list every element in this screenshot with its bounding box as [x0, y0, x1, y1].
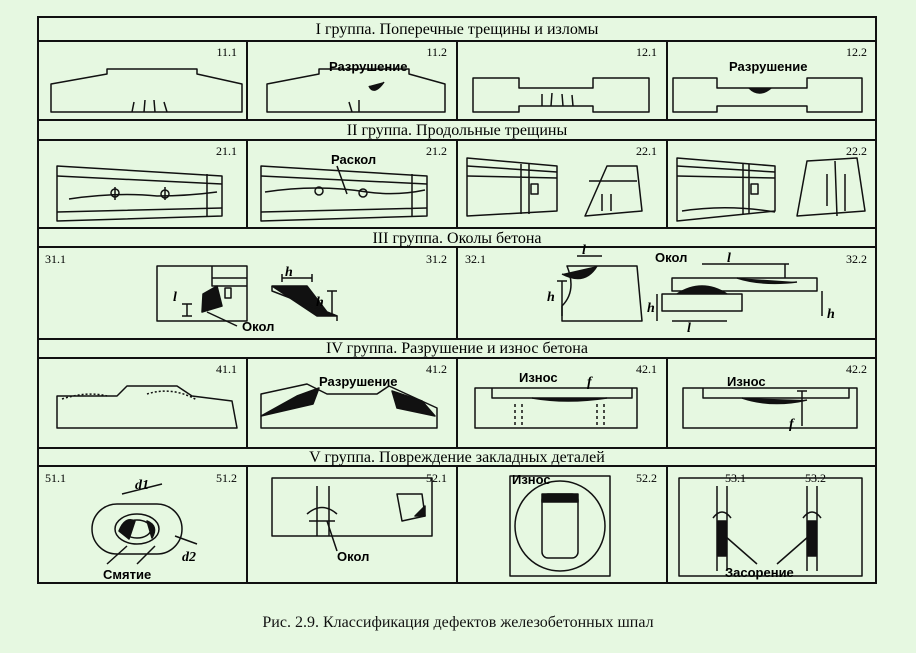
figure-canvas: I группа. Поперечные трещины и изломы II…: [37, 16, 877, 584]
dim-f: f: [789, 417, 795, 432]
panel-number: 32.2: [846, 252, 867, 266]
dim-h: h: [827, 307, 835, 322]
panel-number: 21.1: [216, 144, 237, 158]
sleeper-outline: [678, 477, 863, 577]
label-wear: Износ: [727, 374, 766, 389]
panel-number: 22.2: [846, 144, 867, 158]
sleeper-outline: [260, 383, 438, 429]
dim-h: h: [285, 265, 293, 280]
panel-number: 42.2: [846, 362, 867, 376]
dim-l: l: [173, 290, 177, 305]
label-destruction: Разрушение: [729, 59, 808, 74]
sleeper-outline: [271, 477, 433, 537]
label-destruction: Разрушение: [329, 59, 408, 74]
dim-h: h: [547, 290, 555, 305]
label-crushing: Смятие: [103, 567, 151, 582]
group-title-2: II группа. Продольные трещины: [347, 122, 568, 139]
sleeper-outline: [672, 77, 863, 113]
sleeper-outline: [50, 68, 243, 113]
panel-number: 22.1: [636, 144, 657, 158]
dim-l: l: [727, 251, 731, 266]
panel-number: 32.1: [465, 252, 486, 266]
anchor-plate: [91, 503, 183, 555]
panel-number: 51.2: [216, 471, 237, 485]
label-chip: Окол: [655, 250, 687, 265]
sleeper-outline: [682, 387, 858, 429]
dim-l: l: [582, 243, 586, 258]
dim-h: h: [647, 301, 655, 316]
sleeper-outline: [474, 387, 638, 429]
dim-f: f: [587, 375, 593, 390]
defect-classification-figure: I группа. Поперечные трещины и изломы II…: [37, 16, 877, 584]
group-title-3: III группа. Околы бетона: [372, 230, 541, 247]
sleeper-outline: [56, 165, 223, 222]
dim-l: l: [687, 321, 691, 336]
panel-number: 41.1: [216, 362, 237, 376]
panel-number: 42.1: [636, 362, 657, 376]
panel-number: 31.2: [426, 252, 447, 266]
panel-number: 12.2: [846, 45, 867, 59]
sleeper-outline: [266, 68, 446, 113]
dim-d2: d2: [182, 550, 196, 565]
label-destruction: Разрушение: [319, 374, 398, 389]
panel-number: 51.1: [45, 471, 66, 485]
figure-caption: Рис. 2.9. Классификация дефектов железоб…: [262, 614, 654, 631]
sleeper-outline: [260, 165, 428, 222]
panel-number: 11.1: [216, 45, 237, 59]
sleeper-outline: [676, 157, 776, 222]
panel-number: 41.2: [426, 362, 447, 376]
panel-number: 52.2: [636, 471, 657, 485]
group-title-1: I группа. Поперечные трещины и изломы: [316, 21, 599, 38]
panel-number: 12.1: [636, 45, 657, 59]
group-title-5: V группа. Повреждение закладных деталей: [309, 449, 605, 466]
group-title-4: IV группа. Разрушение и износ бетона: [326, 340, 588, 357]
label-wear: Износ: [519, 370, 558, 385]
panel-number: 11.2: [426, 45, 447, 59]
label-chip: Окол: [242, 319, 274, 334]
panel-number: 21.2: [426, 144, 447, 158]
label-chip: Окол: [337, 549, 369, 564]
label-clogging: Засорение: [725, 565, 794, 580]
panel-number: 31.1: [45, 252, 66, 266]
label-split: Раскол: [331, 152, 376, 167]
sleeper-outline: [466, 157, 558, 217]
sleeper-outline: [56, 385, 238, 429]
label-wear: Износ: [512, 472, 551, 487]
dim-h: h: [316, 295, 324, 310]
dim-d1: d1: [135, 478, 149, 493]
sleeper-outline: [472, 77, 650, 113]
